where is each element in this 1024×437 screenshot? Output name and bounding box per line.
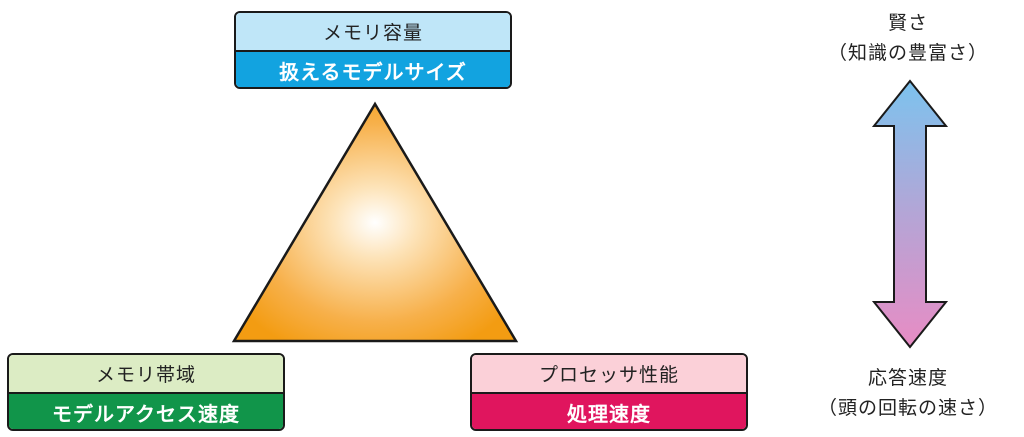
processor-performance-label: プロセッサ性能 bbox=[472, 355, 746, 394]
memory-capacity-box: メモリ容量 扱えるモデルサイズ bbox=[234, 11, 512, 89]
response-speed-label-group: 応答速度 （頭の回転の速さ） bbox=[808, 363, 1008, 423]
memory-bandwidth-label: メモリ帯域 bbox=[9, 355, 283, 394]
model-size-label: 扱えるモデルサイズ bbox=[236, 52, 510, 87]
balance-triangle bbox=[231, 101, 519, 343]
memory-bandwidth-box: メモリ帯域 モデルアクセス速度 bbox=[7, 353, 285, 431]
processor-performance-box: プロセッサ性能 処理速度 bbox=[470, 353, 748, 431]
processing-speed-label: 処理速度 bbox=[472, 394, 746, 429]
smartness-label-group: 賢さ （知識の豊富さ） bbox=[808, 8, 1008, 68]
smartness-label: 賢さ bbox=[887, 12, 928, 34]
thinking-speed-label: （頭の回転の速さ） bbox=[817, 397, 998, 419]
double-headed-arrow-icon bbox=[871, 79, 949, 349]
response-speed-label: 応答速度 bbox=[867, 367, 948, 389]
knowledge-label: （知識の豊富さ） bbox=[827, 42, 988, 64]
memory-capacity-label: メモリ容量 bbox=[236, 13, 510, 52]
model-access-speed-label: モデルアクセス速度 bbox=[9, 394, 283, 429]
